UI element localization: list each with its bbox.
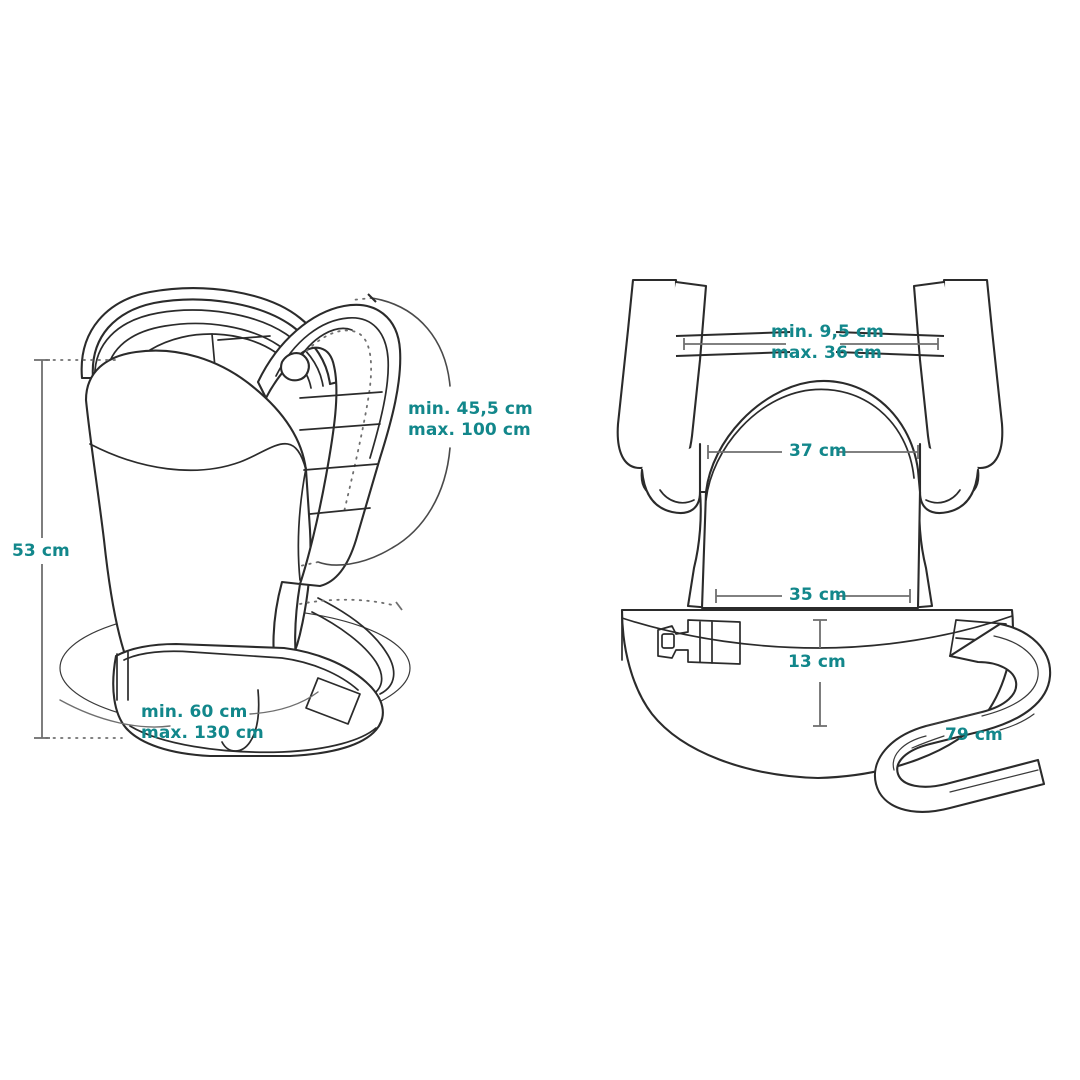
label-waist-circumference: min. 60 cm max. 130 cm [141, 702, 264, 744]
belt-buckle-icon [657, 619, 741, 665]
extension-strap [873, 622, 1052, 813]
label-panel-top-width: 37 cm [789, 441, 847, 461]
dimension-13cm [813, 619, 827, 727]
waist-belt [112, 642, 384, 758]
dimension-waist-circumference [59, 598, 403, 728]
label-chest-strap-max: max. 36 cm [771, 343, 882, 363]
label-chest-strap-min: min. 9,5 cm [771, 322, 884, 342]
label-shoulder-strap: min. 45,5 cm max. 100 cm [408, 399, 533, 441]
label-panel-bottom-width: 35 cm [789, 585, 847, 605]
dimension-37cm [707, 445, 919, 459]
dimension-chest-strap [683, 338, 939, 350]
label-shoulder-strap-min: min. 45,5 cm [408, 399, 533, 419]
waist-belt-flat [620, 608, 1014, 780]
dimension-53cm [6, 359, 123, 739]
seat-strap [221, 689, 260, 752]
side-webbing [311, 597, 395, 697]
label-belt-height: 13 cm [788, 652, 846, 672]
label-waist-circumference-min: min. 60 cm [141, 702, 248, 722]
label-shoulder-strap-max: max. 100 cm [408, 420, 531, 440]
label-chest-strap: min. 9,5 cm max. 36 cm [771, 322, 884, 364]
dimension-shoulder-strap-arc [299, 293, 451, 567]
carrier-body-panel [84, 349, 312, 702]
label-body-height: 53 cm [12, 541, 70, 561]
chest-strap-bands [675, 331, 945, 357]
dimension-35cm [715, 589, 911, 603]
carrier-main-panel [700, 379, 922, 610]
label-waist-circumference-max: max. 130 cm [141, 723, 264, 743]
dimension-79cm [911, 713, 1035, 749]
label-extension-strap-length: 79 cm [945, 725, 1003, 745]
